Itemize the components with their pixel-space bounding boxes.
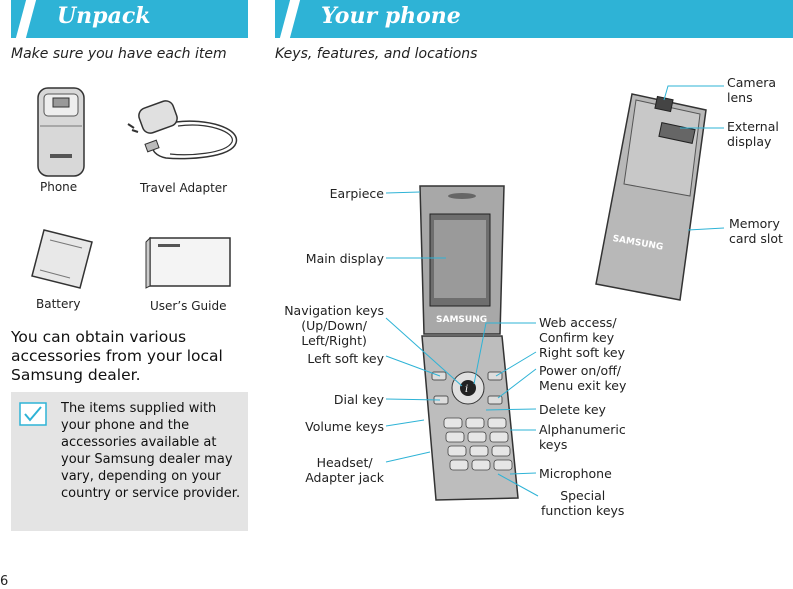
label-delete-key-text: Delete key bbox=[539, 402, 606, 417]
phone-caption: Phone bbox=[40, 180, 78, 194]
label-alphanumeric-keys: Alphanumeric keys bbox=[539, 422, 626, 452]
label-left-soft-key: Left soft key bbox=[307, 351, 384, 366]
label-camera-line2: lens bbox=[727, 90, 753, 105]
svg-text:i: i bbox=[465, 384, 468, 395]
users-guide-image bbox=[145, 236, 231, 289]
label-dial-key-text: Dial key bbox=[333, 392, 384, 407]
label-power-line1: Power on/off/ bbox=[539, 363, 622, 378]
label-camera-line1: Camera bbox=[727, 75, 777, 90]
label-external-display: External display bbox=[727, 119, 779, 149]
travel-adapter-caption: Travel Adapter bbox=[140, 181, 228, 195]
label-special-line1: Special bbox=[560, 488, 606, 503]
label-camera-lens: Camera lens bbox=[727, 75, 776, 105]
label-memory-card-slot: Memory card slot bbox=[729, 216, 783, 246]
label-web-access-line1: Web access/ bbox=[539, 315, 617, 330]
label-headset-jack: Headset/ Adapter jack bbox=[305, 455, 384, 485]
label-navigation-line3: Left/Right) bbox=[301, 333, 367, 348]
label-external-line1: External bbox=[727, 119, 779, 134]
checkmark-icon bbox=[19, 402, 47, 426]
label-volume-keys: Volume keys bbox=[305, 419, 384, 434]
label-navigation-line2: (Up/Down/ bbox=[301, 318, 367, 333]
unpack-banner: Unpack bbox=[11, 0, 248, 38]
label-special-line2: function keys bbox=[541, 503, 625, 518]
label-web-access-line2: Confirm key bbox=[539, 330, 615, 345]
label-main-display: Main display bbox=[306, 251, 384, 266]
label-headset-line2: Adapter jack bbox=[305, 470, 384, 485]
label-power-line2: Menu exit key bbox=[539, 378, 627, 393]
users-guide-caption: User’s Guide bbox=[150, 299, 227, 313]
label-memory-line2: card slot bbox=[729, 231, 783, 246]
label-volume-keys-text: Volume keys bbox=[305, 419, 384, 434]
travel-adapter-image bbox=[127, 100, 238, 160]
label-main-display-text: Main display bbox=[305, 251, 384, 266]
label-special-function-keys: Special function keys bbox=[541, 488, 624, 518]
page-number: 6 bbox=[0, 574, 9, 589]
label-earpiece: Earpiece bbox=[330, 186, 384, 201]
label-alphanumeric-line2: keys bbox=[539, 437, 568, 452]
label-web-access: Web access/ Confirm key bbox=[539, 315, 617, 345]
battery-caption: Battery bbox=[36, 297, 81, 311]
label-navigation-line1: Navigation keys bbox=[284, 303, 384, 318]
label-memory-line1: Memory bbox=[729, 216, 780, 231]
note-box: The items supplied with your phone and t… bbox=[11, 392, 248, 531]
label-navigation-keys: Navigation keys (Up/Down/ Left/Right) bbox=[284, 303, 384, 348]
label-left-soft-key-text: Left soft key bbox=[307, 351, 384, 366]
phone-image bbox=[37, 87, 85, 177]
your-phone-title: Your phone bbox=[321, 3, 461, 29]
label-dial-key: Dial key bbox=[334, 392, 384, 407]
label-microphone: Microphone bbox=[539, 466, 612, 481]
label-external-line2: display bbox=[727, 134, 772, 149]
label-power-key: Power on/off/ Menu exit key bbox=[539, 363, 626, 393]
unpack-subtitle: Make sure you have each item bbox=[11, 46, 227, 62]
your-phone-banner: Your phone bbox=[275, 0, 793, 38]
battery-image bbox=[31, 229, 93, 289]
unpack-title: Unpack bbox=[57, 3, 151, 29]
note-text: The items supplied with your phone and t… bbox=[61, 401, 241, 501]
label-delete-key: Delete key bbox=[539, 402, 606, 417]
label-headset-line1: Headset/ bbox=[316, 455, 373, 470]
callout-lines bbox=[385, 85, 725, 497]
your-phone-subtitle: Keys, features, and locations bbox=[275, 46, 478, 62]
accessories-text: You can obtain various accessories from … bbox=[11, 328, 223, 384]
label-right-soft-key: Right soft key bbox=[539, 345, 625, 360]
label-alphanumeric-line1: Alphanumeric bbox=[539, 422, 626, 437]
label-microphone-text: Microphone bbox=[539, 466, 612, 481]
phone-front-image: SAMSUNG i bbox=[419, 185, 519, 501]
label-right-soft-key-text: Right soft key bbox=[539, 345, 625, 360]
phone-back-image: SAMSUNG bbox=[595, 93, 707, 301]
front-brand-logo: SAMSUNG bbox=[436, 315, 487, 325]
label-earpiece-text: Earpiece bbox=[329, 186, 384, 201]
